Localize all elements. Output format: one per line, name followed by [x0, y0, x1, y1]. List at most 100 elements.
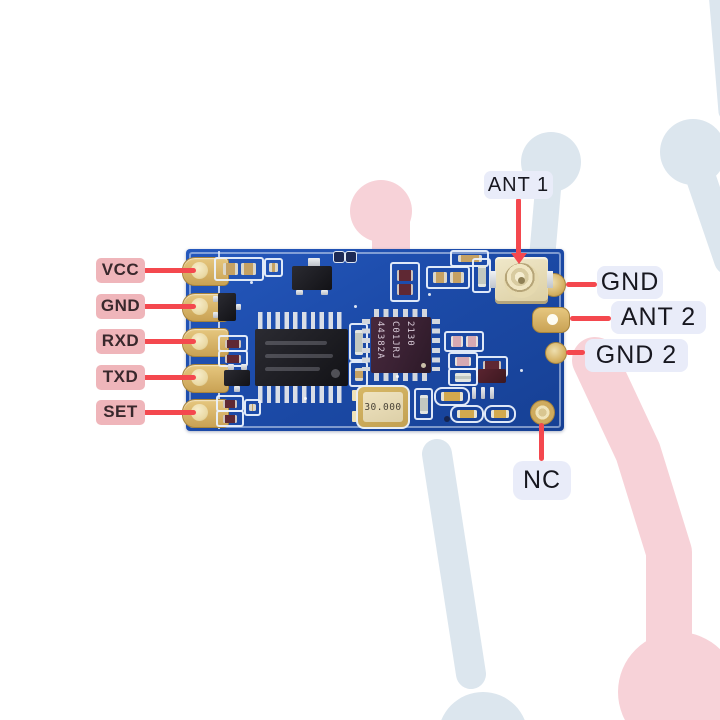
rf-chip-marking-line2: C01JRJ — [390, 321, 400, 360]
pad-hole — [191, 403, 208, 421]
smd-resistor — [457, 255, 482, 262]
pin-label-ant2: ANT 2 — [611, 301, 706, 334]
deco-blue-band-bottom — [422, 439, 486, 689]
leader-line-rxd — [143, 338, 196, 344]
transistor-leg — [228, 364, 234, 370]
smd-resistor — [432, 272, 447, 283]
leader-line-vcc — [143, 267, 196, 273]
ufl-antenna-connector — [490, 257, 553, 304]
leader-line-gnd-left — [143, 303, 196, 309]
smd-capacitor — [225, 354, 241, 363]
smd-capacitor — [465, 336, 478, 347]
pin-label-rxd: RXD — [96, 328, 145, 354]
chip-logo — [331, 369, 340, 378]
rf-chip-pads — [432, 319, 440, 371]
smd-resistor-box — [434, 387, 470, 406]
rf-chip-marking-line3: 2130 — [405, 321, 415, 347]
leader-line-gnd2 — [566, 349, 585, 355]
smd-capacitor-box — [216, 410, 244, 427]
pad-hole — [547, 314, 558, 325]
smd-capacitor — [455, 372, 471, 382]
smd-capacitor — [223, 414, 237, 423]
smd-resistor-pair — [214, 257, 264, 281]
pin-label-ant1: ANT 1 — [484, 171, 553, 199]
smd-capacitor-box — [472, 258, 491, 293]
leader-line-set — [143, 409, 196, 415]
mcu-pins-top — [258, 312, 346, 329]
smd-capacitor — [397, 283, 413, 295]
via — [520, 369, 523, 372]
connector-center-pin — [518, 277, 525, 284]
via — [250, 281, 253, 284]
ant1-arrowhead-icon — [510, 253, 527, 264]
chip-marking — [264, 367, 321, 371]
smd-resistor — [441, 392, 463, 401]
smd-resistor-box — [450, 405, 484, 423]
deco-pink-node-bottom — [618, 632, 720, 720]
smd-capacitor — [477, 264, 486, 287]
pin-label-nc: NC — [513, 461, 571, 500]
pad-hole — [191, 332, 208, 350]
rf-chip: 44382A C01JRJ 2130 — [371, 317, 431, 373]
transistor-leg — [321, 290, 328, 295]
smd-capacitor — [225, 339, 241, 348]
pin-pad-gnd2 — [545, 342, 567, 364]
pin-label-gnd2: GND 2 — [585, 339, 688, 372]
crystal-oscillator: 30.000 — [356, 385, 410, 429]
smd-capacitor-box — [264, 258, 283, 277]
pad-hole — [191, 297, 208, 315]
pcb-module: 44382A C01JRJ 2130 — [182, 249, 570, 431]
chip-marking — [264, 354, 334, 358]
mcu-pins-bottom — [258, 386, 346, 403]
smd-resistor — [222, 263, 238, 275]
pad-hole — [191, 368, 208, 386]
rf-chip-pads — [374, 373, 430, 381]
smd-component — [345, 251, 357, 263]
pin-pad-ant2 — [532, 307, 570, 333]
pin-label-gnd-left: GND — [96, 293, 145, 319]
rf-chip-pads — [374, 309, 430, 317]
transistor-leg — [296, 290, 303, 295]
smd-capacitor — [397, 269, 413, 281]
connector-tab — [490, 271, 496, 288]
rf-chip-pads — [362, 319, 370, 371]
via — [304, 397, 307, 400]
smd-diode — [478, 369, 506, 383]
pin-pad-nc — [530, 400, 555, 425]
component-leg — [472, 387, 476, 399]
crystal-marking: 30.000 — [363, 392, 403, 422]
smd-resistor — [491, 410, 509, 418]
transistor-sot89 — [292, 266, 332, 290]
deco-blue-node-bottom — [441, 692, 525, 720]
transistor-sot23 — [224, 370, 250, 386]
smd-capacitor — [249, 404, 256, 411]
smd-capacitor-box — [448, 368, 478, 386]
smd-capacitor — [455, 356, 471, 366]
transistor-leg — [236, 304, 241, 310]
transistor-leg — [241, 364, 247, 370]
smd-resistor — [457, 410, 477, 418]
transistor-tab — [308, 258, 320, 267]
deco-blue-stem-topright — [685, 160, 720, 272]
smd-capacitor — [223, 399, 237, 408]
smd-resistor — [449, 272, 464, 283]
via — [396, 375, 399, 378]
smd-capacitor — [354, 329, 363, 355]
transistor-leg — [213, 296, 218, 302]
deco-pink-band-right — [572, 337, 692, 665]
rf-chip-pin1-dot — [421, 363, 426, 368]
smd-component — [333, 251, 345, 263]
pad-hole — [191, 261, 208, 279]
transistor-leg — [234, 386, 240, 392]
component-leg — [481, 387, 485, 399]
smd-capacitor — [354, 367, 363, 381]
leader-line-ant1 — [516, 198, 521, 255]
mcu-chip — [255, 329, 348, 386]
rf-chip-marking-line1: 44382A — [375, 321, 385, 360]
smd-capacitor-pair — [444, 331, 484, 352]
deco-blue-edge-sliver — [709, 0, 720, 117]
smd-capacitor — [269, 263, 278, 272]
leader-line-gnd-right — [566, 281, 597, 287]
connector-tab — [547, 271, 553, 288]
